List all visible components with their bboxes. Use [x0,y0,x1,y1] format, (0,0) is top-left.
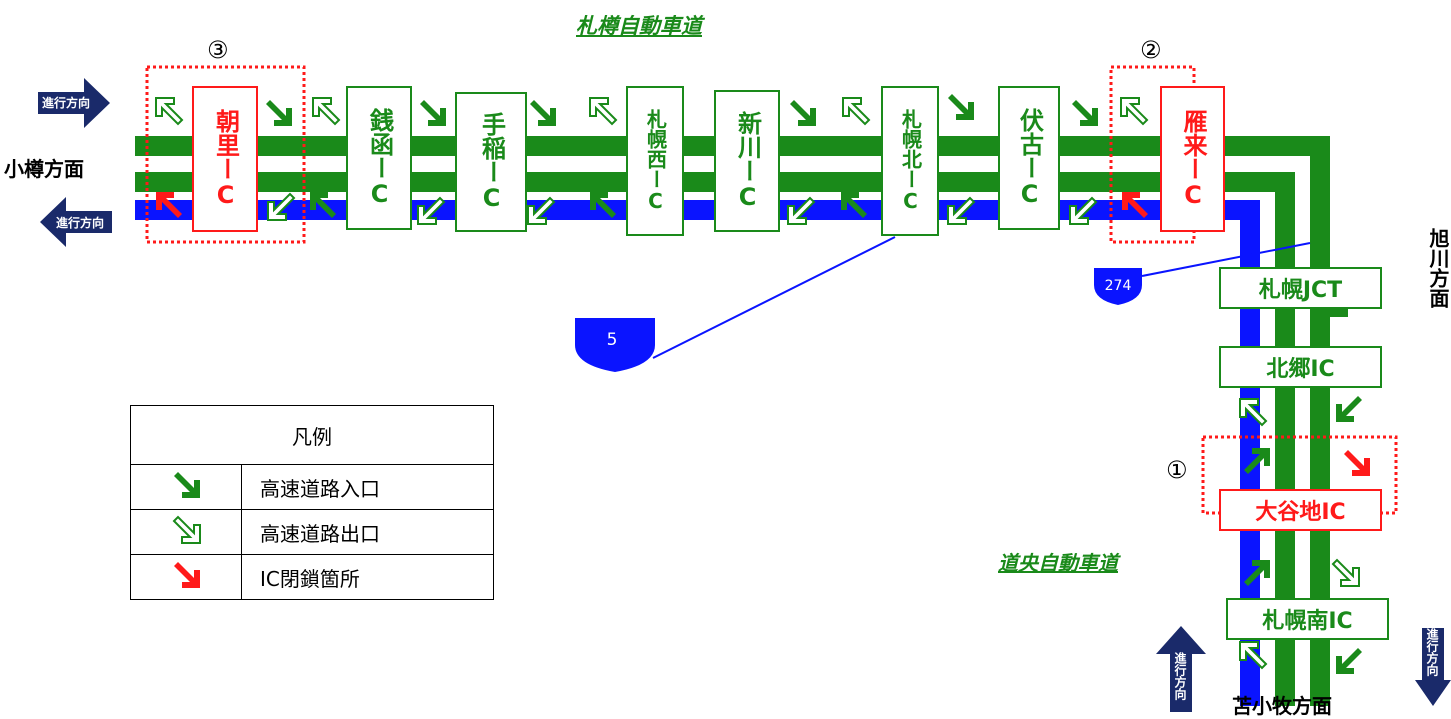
exit-arrow-icon [155,97,183,125]
ic-sapporo-kita[interactable]: 札幌北ーC [881,86,939,236]
legend-icon-cell [130,464,242,510]
entrance-arrow-icon [266,100,292,126]
direction-arrow-down-icon [1415,628,1451,706]
ic-sapporo-nishi[interactable]: 札幌西ーC [626,86,684,236]
travel-direction-label-left: 進行方向 [56,216,105,230]
exit-arrow-icon [172,515,201,544]
highlight-box-3 [145,65,306,244]
legend-label-closed: IC閉鎖箇所 [241,554,494,600]
legend: 凡例 高速道路入口 高速道路出口 IC閉鎖箇所 [130,405,494,600]
route-5-label: 5 [607,330,618,350]
ic-shinkawa[interactable]: 新川ーC [714,90,780,232]
ic-fushiko[interactable]: 伏古ーC [998,86,1060,230]
road-sassho-blue [135,200,1260,220]
ic-sapporo-minami[interactable]: 札幌南IC [1226,598,1389,640]
direction-arrow-left-icon [40,197,112,247]
ic-teine[interactable]: 手稲ーC [455,92,527,232]
road-doou-blue [1240,200,1260,706]
ic-karikai[interactable]: 雁来ーC [1160,86,1225,232]
entrance-arrow-icon [174,471,200,498]
entrance-arrow-icon [530,100,556,126]
marker-3: ③ [207,36,229,64]
direction-tomakomai: 苫小牧方面 [1232,694,1332,718]
ic-asari[interactable]: 朝里ーC [192,86,258,232]
direction-otaru: 小樽方面 [4,157,84,181]
direction-asahikawa: 旭川方面 [1426,228,1450,308]
legend-title: 凡例 [130,405,494,465]
road-title-sassho: 札樽自動車道 [576,14,702,38]
direction-arrow-up-icon [1156,626,1206,712]
travel-direction-label-right: 進行方向 [42,96,91,110]
route-274-shield-icon [1094,268,1142,305]
exit-arrow-icon [1332,559,1360,587]
exit-arrow-icon [589,97,617,125]
closed-arrow-icon [174,561,200,588]
marker-1: ① [1166,456,1188,484]
legend-icon-cell [130,509,242,555]
ic-zenibako[interactable]: 銭函ーC [346,86,412,230]
road-title-doou: 道央自動車道 [998,551,1118,575]
entrance-arrow-icon [948,94,974,120]
exit-arrow-icon [1120,97,1148,125]
travel-direction-label-down: 進行方向 [1425,628,1439,676]
legend-label-entrance: 高速道路入口 [241,464,494,510]
entrance-arrow-icon [420,100,446,126]
entrance-arrow-icon [790,100,816,126]
marker-2: ② [1140,36,1162,64]
closed-arrow-icon [1344,450,1370,476]
legend-label-exit: 高速道路出口 [241,509,494,555]
exit-arrow-icon [842,97,870,125]
ic-oyachi[interactable]: 大谷地IC [1219,489,1382,531]
ic-kitago[interactable]: 北郷IC [1219,346,1382,388]
travel-direction-label-up: 進行方向 [1173,652,1187,700]
entrance-arrow-icon [1336,396,1362,422]
route-274-label: 274 [1105,278,1132,294]
exit-arrow-icon [312,97,340,125]
ic-sapporo-jct[interactable]: 札幌JCT [1219,267,1382,309]
route-5-shield-icon [575,318,655,372]
highlight-box-1 [1201,435,1398,515]
entrance-arrow-icon [1336,648,1362,674]
entrance-arrow-icon [1072,100,1098,126]
direction-arrow-right-icon [38,78,110,128]
legend-icon-cell [130,554,242,600]
